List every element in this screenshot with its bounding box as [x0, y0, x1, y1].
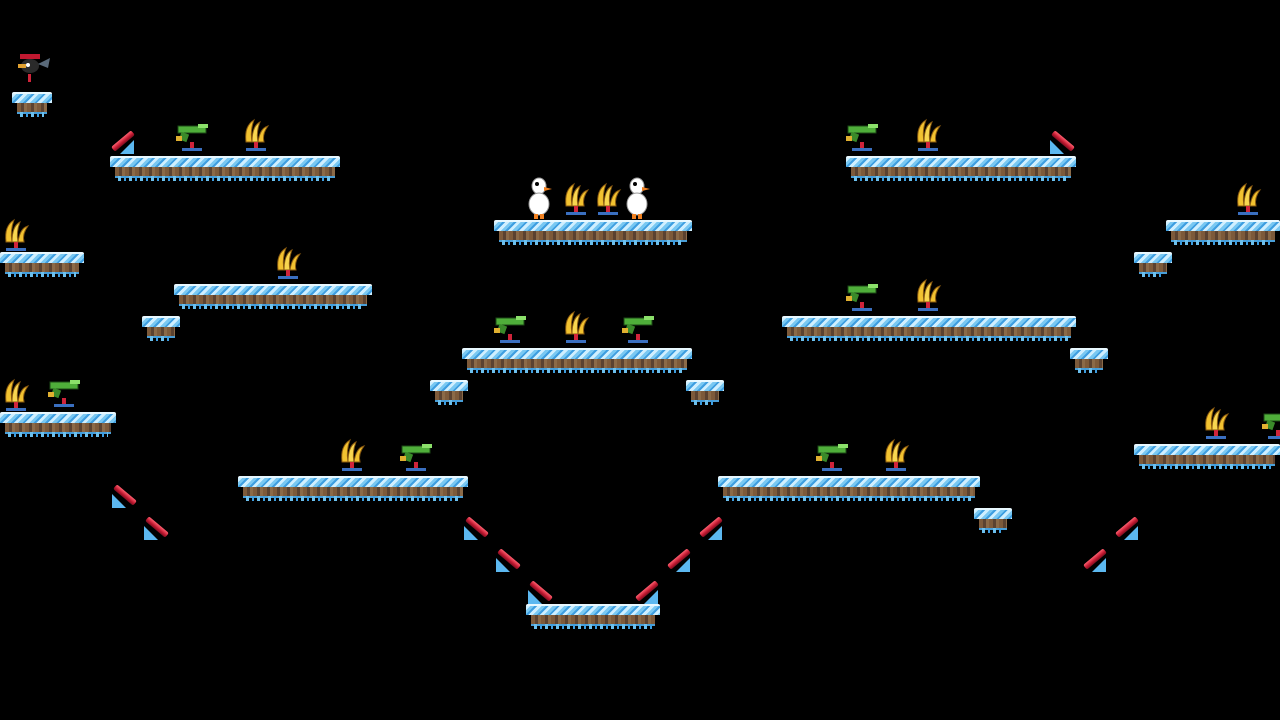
platform	[238, 476, 468, 502]
banana-icon	[1200, 404, 1232, 440]
banana-icon	[880, 436, 912, 472]
banana-icon	[560, 308, 592, 344]
banana-icon	[912, 116, 944, 152]
banana-icon	[336, 436, 368, 472]
platform	[0, 252, 84, 278]
banana-icon	[272, 244, 304, 280]
spring-icon	[462, 514, 490, 542]
platform	[718, 476, 980, 502]
duck-icon	[624, 174, 652, 220]
gun-icon	[842, 276, 882, 312]
platform	[12, 92, 52, 118]
gun-icon	[396, 436, 436, 472]
platform	[430, 380, 468, 406]
duck-icon	[526, 174, 554, 220]
platform	[1134, 252, 1172, 278]
platform	[974, 508, 1012, 534]
gun-icon	[842, 116, 882, 152]
spring-icon	[632, 578, 660, 606]
banana-icon	[0, 376, 32, 412]
banana-icon	[592, 180, 624, 216]
platform	[110, 156, 340, 182]
gun-icon	[44, 372, 84, 408]
spring-icon	[494, 546, 522, 574]
banana-icon	[240, 116, 272, 152]
platform	[686, 380, 724, 406]
spring-icon	[1048, 128, 1076, 156]
platform	[846, 156, 1076, 182]
banana-icon	[912, 276, 944, 312]
platform	[1134, 444, 1280, 470]
spring-icon	[1080, 546, 1108, 574]
spring-icon	[110, 482, 138, 510]
platform	[142, 316, 180, 342]
platform	[462, 348, 692, 374]
banana-icon	[560, 180, 592, 216]
platform	[1166, 220, 1280, 246]
hat-duck-icon	[12, 50, 52, 90]
gun-icon	[618, 308, 658, 344]
gun-icon	[1258, 404, 1280, 440]
gun-icon	[812, 436, 852, 472]
platform	[526, 604, 660, 630]
spring-icon	[1112, 514, 1140, 542]
banana-icon	[1232, 180, 1264, 216]
spring-icon	[108, 128, 136, 156]
platform	[494, 220, 692, 246]
banana-icon	[0, 216, 32, 252]
platform	[0, 412, 116, 438]
gun-icon	[490, 308, 530, 344]
platform	[174, 284, 372, 310]
spring-icon	[664, 546, 692, 574]
platform	[782, 316, 1076, 342]
spring-icon	[696, 514, 724, 542]
gun-icon	[172, 116, 212, 152]
spring-icon	[142, 514, 170, 542]
platform	[1070, 348, 1108, 374]
spring-icon	[526, 578, 554, 606]
